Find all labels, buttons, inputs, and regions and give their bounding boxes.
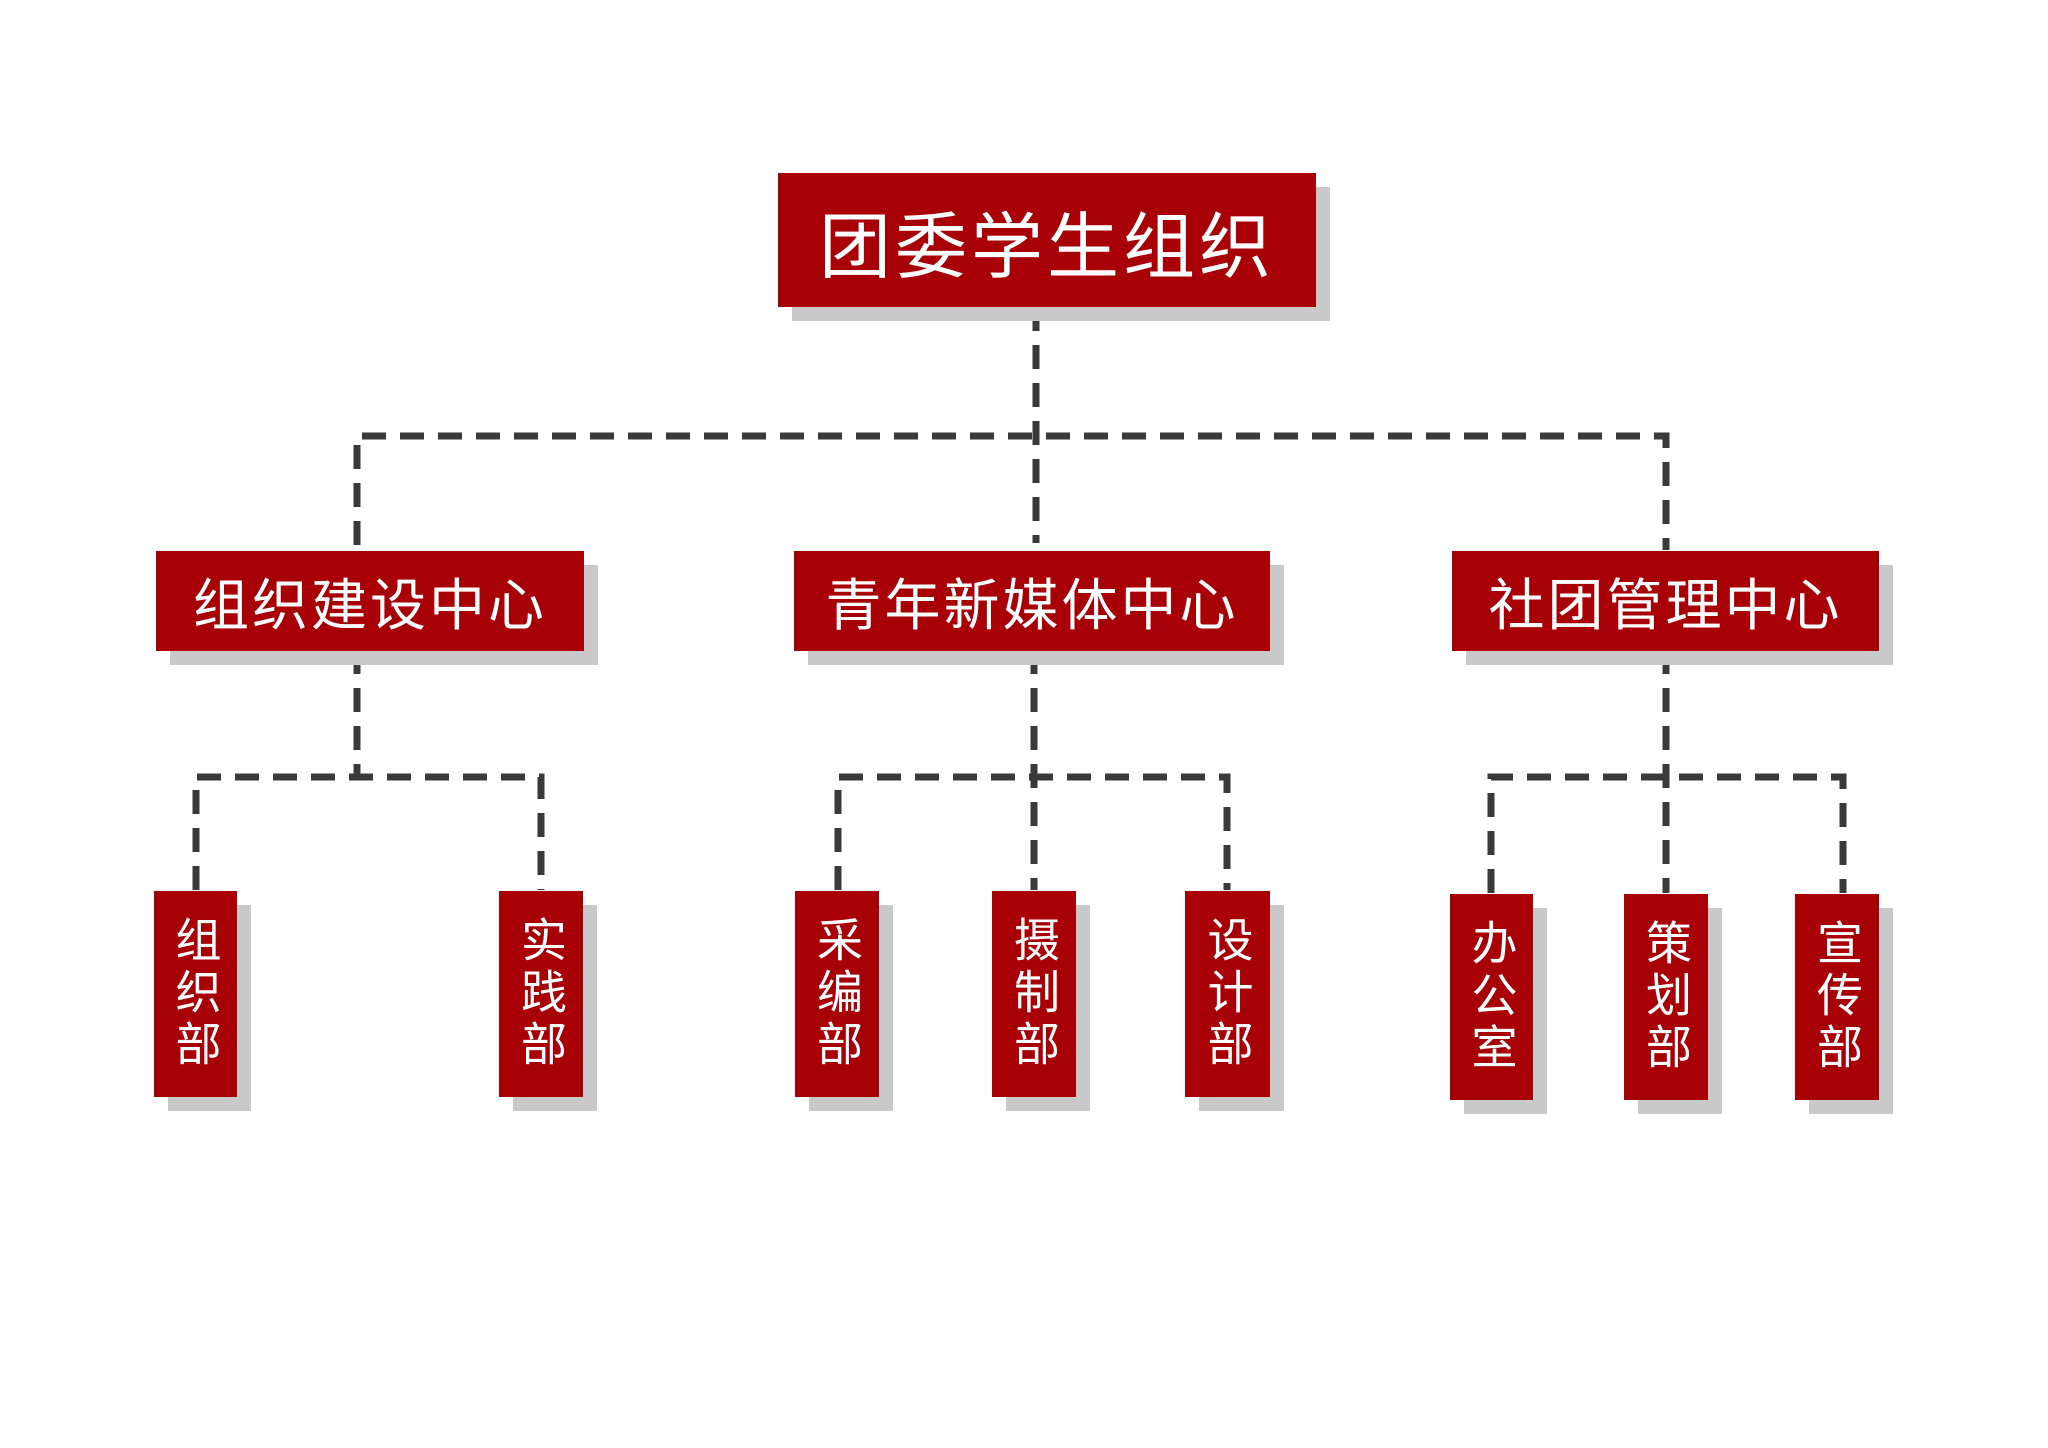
connector-center-1-depts [192,650,545,890]
center-node-youth-new-media: 青年新媒体中心 [794,551,1270,651]
connector-lines [192,307,1847,893]
dept-node-practice: 实践部 [499,891,583,1097]
dept-node-planning: 策划部 [1624,894,1708,1100]
center-node-club-management: 社团管理中心 [1452,551,1879,651]
dept-node-filming: 摄制部 [992,891,1076,1097]
connector-center-3-depts [1487,650,1847,893]
dept-node-office: 办公室 [1450,894,1533,1100]
dept-node-editorial: 采编部 [795,891,879,1097]
dept-node-design: 设计部 [1185,891,1270,1097]
center-node-organization-building: 组织建设中心 [156,551,584,651]
connector-center-2-depts [834,650,1231,890]
dept-node-organization: 组织部 [154,891,237,1097]
connector-root-to-centers [353,307,1670,550]
root-node: 团委学生组织 [778,173,1316,307]
dept-node-publicity: 宣传部 [1795,894,1879,1100]
